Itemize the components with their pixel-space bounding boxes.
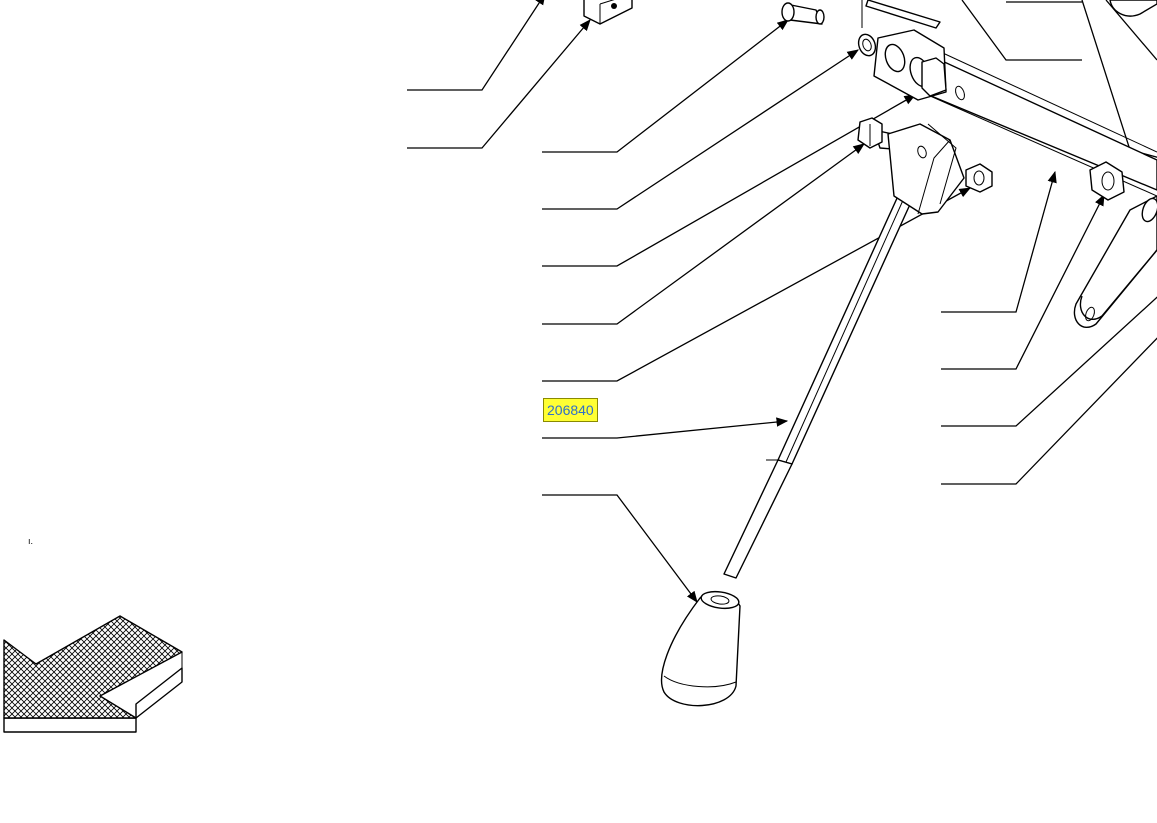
washer-part bbox=[857, 33, 877, 57]
lever-knob-part bbox=[660, 590, 741, 707]
top-partial-parts bbox=[583, 0, 1157, 29]
leader-line bbox=[407, 19, 591, 149]
leader-lines-left bbox=[407, 0, 972, 603]
leader-line bbox=[941, 337, 1157, 485]
leader-line bbox=[407, 0, 546, 91]
lever-rod-end bbox=[723, 459, 793, 579]
leader-line bbox=[542, 94, 917, 267]
tiny-mark: ı. bbox=[28, 536, 33, 546]
lever-assembly bbox=[723, 123, 993, 579]
part-number-label-highlighted[interactable]: 206840 bbox=[543, 398, 598, 422]
right-nut-part bbox=[1089, 161, 1125, 201]
leader-line bbox=[542, 494, 698, 603]
mounting-bracket bbox=[857, 29, 1157, 197]
leader-line bbox=[542, 187, 972, 382]
right-linkage bbox=[1073, 161, 1157, 329]
hatched-face bbox=[3, 615, 183, 719]
hex-nut-part bbox=[965, 163, 993, 193]
leader-line bbox=[941, 296, 1157, 427]
leader-line bbox=[961, 0, 1082, 61]
blade-part bbox=[865, 0, 941, 29]
leader-line bbox=[542, 19, 789, 153]
leader-lines-right bbox=[941, 0, 1157, 485]
square-block-part bbox=[583, 0, 633, 25]
leader-line bbox=[941, 193, 1105, 370]
leader-line bbox=[542, 49, 859, 210]
leader-line bbox=[542, 143, 865, 325]
leader-line-highlighted bbox=[542, 417, 789, 439]
lever-bracket bbox=[887, 123, 965, 215]
leader-line bbox=[941, 170, 1057, 313]
direction-arrow-icon bbox=[3, 615, 183, 733]
